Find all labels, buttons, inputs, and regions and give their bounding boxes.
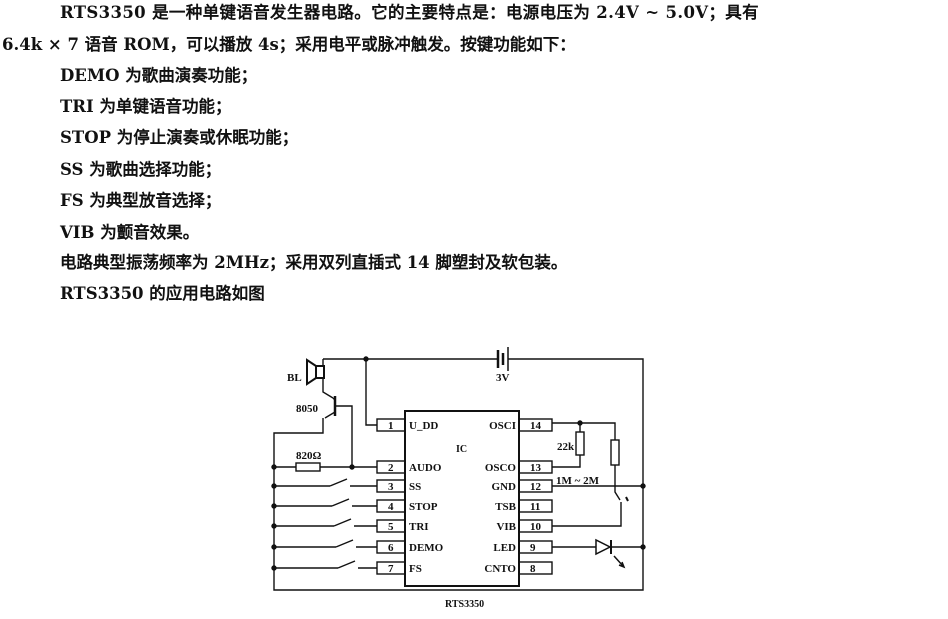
pin-7 [376,561,406,575]
key-switches [271,464,377,571]
paragraph-line: RTS3350 的应用电路如图 [60,284,265,303]
pin-number: 7 [388,563,394,575]
pin-4 [376,499,406,513]
pin-5 [376,519,406,533]
pin-name: GND [492,481,517,493]
resistor-820-icon [295,462,321,472]
ic-label: IC [456,444,467,455]
pin-name: VIB [496,521,516,533]
speaker-label: BL [287,372,302,384]
pin-name: OSCI [489,420,516,432]
pin-name: TRI [409,521,429,533]
paragraph-line: SS 为歌曲选择功能； [60,160,222,179]
pin-number: 13 [530,462,542,474]
pin-2 [376,460,406,474]
pin-8 [518,561,553,575]
pin-name: FS [409,563,422,575]
pin-name: DEMO [409,542,444,554]
paragraph-line: RTS3350 是一种单键语音发生器电路。它的主要特点是：电源电压为 2.4V … [60,3,760,22]
paragraph-line: TRI 为单键语音功能； [60,97,232,116]
pin-9 [518,540,553,554]
pin-name: TSB [495,501,516,513]
diagram-caption: RTS3350 [445,599,484,610]
resistor-22k-icon [575,431,585,456]
pin-14 [518,418,553,432]
pin-number: 8 [530,563,536,575]
pin-number: 11 [530,501,540,513]
paragraph-line: 电路典型振荡频率为 2MHz；采用双列直插式 14 脚塑封及软包装。 [60,253,568,272]
resistor-vib-label: 1M ~ 2M [556,475,600,487]
ic-body [404,410,520,587]
pin-number: 5 [388,521,394,533]
led-icon [595,538,626,569]
pin-number: 9 [530,542,536,554]
pin-11 [518,499,553,513]
pin-number: 6 [388,542,394,554]
pin-number: 12 [530,481,542,493]
speaker-icon [306,358,334,399]
paragraph-line: FS 为典型放音选择； [60,191,222,210]
transistor-label: 8050 [296,403,319,415]
resistor-audio-label: 820Ω [296,450,322,462]
pin-number: 14 [530,420,542,432]
pin-name: STOP [409,501,438,513]
paragraph-line: DEMO 为歌曲演奏功能； [60,66,258,85]
pin-name: LED [493,542,516,554]
pin-number: 2 [388,462,394,474]
paragraph-line: 6.4k × 7 语音 ROM，可以播放 4s；采用电平或脉冲触发。按键功能如下… [2,35,576,54]
pin-number: 1 [388,420,394,432]
pin-name: U_DD [409,420,438,432]
paragraph-line: STOP 为停止演奏或休眠功能； [60,128,299,147]
pin-name: OSCO [485,462,517,474]
pin-6 [376,540,406,554]
resistor-vib-icon [610,439,620,466]
pin-1 [376,418,406,432]
pin-number: 4 [388,501,394,513]
pin-number: 10 [530,521,542,533]
battery-icon [496,347,509,371]
pin-name: CNTO [484,563,516,575]
resistor-osc-label: 22k [557,441,575,453]
paragraph-line: VIB 为颤音效果。 [60,223,200,242]
pin-name: AUDO [409,462,442,474]
transistor-icon [324,396,353,467]
battery-label: 3V [496,372,510,384]
pin-3 [376,479,406,493]
pin-number: 3 [388,481,394,493]
pin-name: SS [409,481,421,493]
